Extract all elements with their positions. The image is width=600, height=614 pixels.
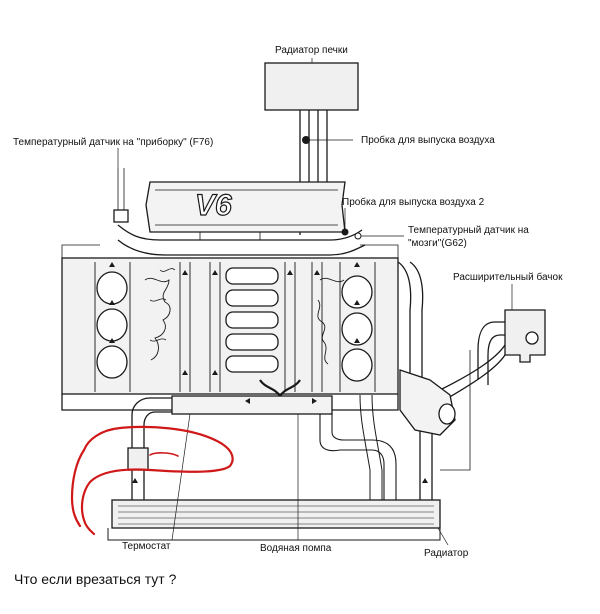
right-valve-assembly — [399, 369, 456, 436]
thermostat-housing — [127, 447, 149, 471]
expansion-tank — [504, 309, 546, 363]
pump-manifold — [171, 395, 333, 415]
engine-badge: V6 — [195, 189, 232, 222]
sensor-g62-dot — [354, 232, 362, 240]
crossover-pipe — [117, 224, 366, 256]
label-water-pump: Водяная помпа — [260, 543, 332, 554]
sensor-f76 — [113, 209, 129, 223]
thermostat-pipe — [131, 397, 172, 470]
bleed-plug-2-dot — [341, 228, 349, 236]
label-radiator: Радиатор — [424, 548, 469, 559]
label-expansion-tank: Расширительный бачок — [453, 272, 563, 283]
label-bleed-plug-2: Пробка для выпуска воздуха 2 — [342, 197, 485, 208]
label-bleed-plug-1: Пробка для выпуска воздуха — [361, 135, 495, 146]
label-sensor-ecu-line2: "мозги"(G62) — [408, 238, 467, 249]
red-annotation-inner — [70, 448, 86, 528]
label-sensor-ecu-line1: Температурный датчик на — [408, 225, 529, 236]
label-heater-radiator: Радиатор печки — [275, 45, 348, 56]
leader-radiator — [437, 527, 449, 546]
valve-cover — [145, 181, 346, 233]
question-caption: Что если врезаться тут ? — [14, 571, 177, 587]
red-annotation-upper — [82, 425, 217, 452]
radiator-body — [111, 499, 441, 529]
heater-radiator-box — [264, 62, 359, 111]
bleed-plug-1-dot — [302, 136, 310, 144]
red-annotation-outer — [80, 438, 234, 536]
leader-thermostat — [171, 413, 191, 541]
heater-pipe-right — [317, 110, 328, 190]
label-thermostat: Термостат — [122, 541, 171, 552]
label-sensor-gauge: Температурный датчик на "приборку" (F76) — [13, 137, 214, 148]
